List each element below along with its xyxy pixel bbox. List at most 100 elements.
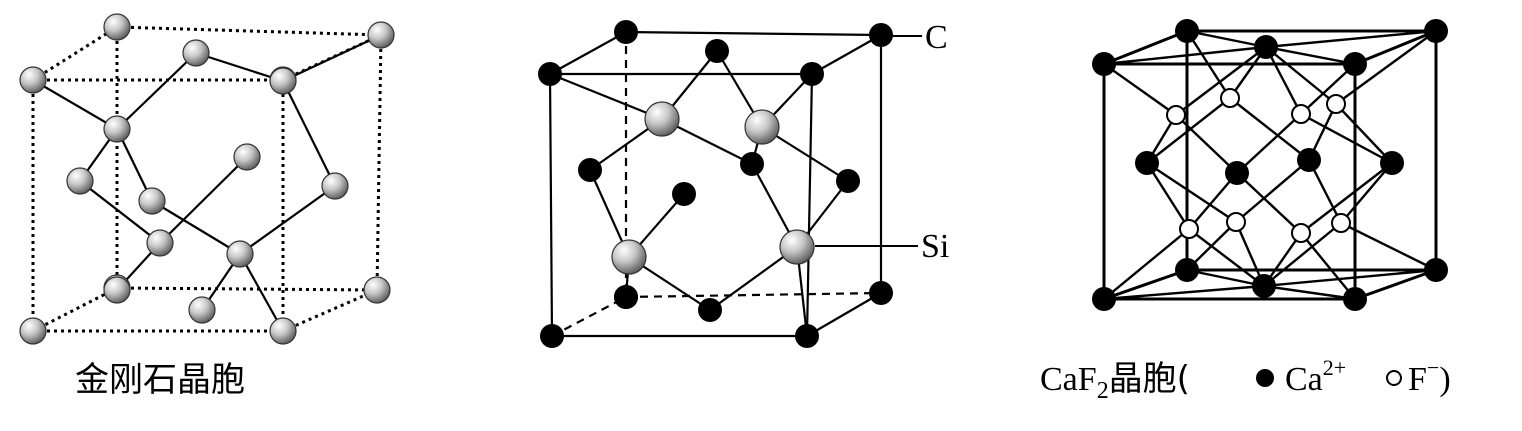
bond	[1300, 63, 1356, 115]
carbon-atom	[182, 39, 210, 67]
bond	[1265, 45, 1356, 66]
silicon-atom	[744, 109, 780, 145]
bond	[1263, 222, 1342, 287]
cube-edge	[1103, 268, 1188, 301]
carbon-atom	[698, 298, 722, 322]
bond	[1300, 162, 1393, 234]
bond	[1146, 97, 1231, 164]
bond	[1300, 112, 1393, 165]
bond	[282, 80, 336, 187]
silicon-atom	[779, 229, 815, 265]
carbon-atom	[269, 317, 297, 345]
cube-edge	[811, 34, 882, 75]
caf2-caption-formula: CaF	[1040, 361, 1097, 398]
bond	[1236, 172, 1302, 234]
bond	[1263, 284, 1356, 301]
fluoride-ion	[1331, 213, 1351, 233]
calcium-ion	[1225, 161, 1249, 185]
legend-f: F−)	[1408, 355, 1451, 398]
bond	[1186, 268, 1265, 288]
carbon-atom	[66, 167, 94, 195]
bond	[239, 185, 336, 255]
calcium-ion	[1424, 258, 1448, 282]
calcium-ion	[1175, 19, 1199, 43]
bond	[1188, 172, 1238, 230]
carbon-atom	[538, 62, 562, 86]
calcium-ion	[1424, 19, 1448, 43]
caf2-atoms	[1092, 19, 1448, 311]
bond	[1263, 268, 1437, 288]
fluoride-ion	[1220, 88, 1240, 108]
carbon-atom	[146, 229, 174, 257]
bond	[1265, 29, 1437, 49]
legend-ca: Ca2+	[1285, 355, 1346, 398]
cube-edge	[116, 25, 382, 37]
bond	[1103, 284, 1265, 301]
carbon-atom	[800, 62, 824, 86]
carbon-atom	[19, 66, 47, 94]
carbon-atom	[321, 172, 349, 200]
bond	[1229, 97, 1310, 161]
calcium-ion	[1092, 287, 1116, 311]
carbon-atom	[795, 324, 819, 348]
carbon-atom	[103, 276, 131, 304]
calcium-ion	[1135, 151, 1159, 175]
cube-edge	[116, 286, 378, 292]
carbon-atom	[740, 152, 764, 176]
bond	[1340, 162, 1393, 224]
legend-ca-marker	[1256, 369, 1274, 387]
cube-edge	[1103, 29, 1188, 66]
diamond-unit-cell: 金刚石晶胞	[19, 13, 395, 400]
carbon-atom	[869, 281, 893, 305]
carbon-atom	[705, 39, 729, 63]
cube-edge	[805, 73, 814, 337]
cube-edge	[375, 34, 383, 291]
cube-edge	[548, 73, 554, 337]
carbon-atom	[233, 143, 261, 171]
caf2-unit-cell: CaF2晶胞( Ca2+ F−)	[1040, 19, 1451, 404]
bond	[1186, 29, 1267, 49]
cube-edge	[32, 286, 118, 333]
carbon-atom	[103, 13, 131, 41]
bond	[116, 52, 197, 130]
calcium-ion	[1380, 151, 1404, 175]
cube-edge	[549, 31, 627, 75]
cube-edge	[1354, 268, 1437, 301]
sic-cube-edges	[548, 30, 883, 338]
carbon-atom	[672, 182, 696, 206]
cube-edge	[1354, 29, 1437, 66]
fluoride-ion	[1326, 94, 1346, 114]
bond	[1188, 228, 1265, 287]
calcium-ion	[1092, 52, 1116, 76]
bond	[1185, 30, 1232, 99]
hidden-cube-edge	[625, 291, 882, 299]
cube-edge	[282, 288, 378, 333]
carbon-atom	[869, 23, 893, 47]
cube-edge	[32, 25, 118, 82]
carbon-atom	[363, 276, 391, 304]
bond	[282, 34, 382, 82]
fluoride-ion	[1226, 212, 1246, 232]
bond	[1103, 45, 1267, 66]
carbon-atom	[614, 285, 638, 309]
caf2-bonds	[1103, 29, 1437, 301]
bond	[1265, 46, 1337, 105]
diamond-atoms	[19, 13, 395, 345]
legend-f-sup: −	[1427, 355, 1439, 380]
diamond-caption: 金刚石晶胞	[75, 360, 245, 400]
bond	[1175, 46, 1267, 116]
carbon-atom	[19, 317, 47, 345]
hidden-cube-edge	[551, 296, 627, 337]
bond	[549, 72, 663, 121]
fluoride-ion	[1291, 104, 1311, 124]
cube-edge	[625, 30, 882, 37]
bond	[1146, 161, 1237, 224]
fluoride-ion	[1291, 223, 1311, 243]
c-label: C	[925, 19, 948, 56]
si-label: Si	[921, 228, 949, 265]
carbon-atom	[269, 67, 297, 95]
silicon-atom	[644, 101, 680, 137]
bond	[32, 79, 118, 130]
bond	[1235, 159, 1310, 223]
fluoride-ion	[1179, 219, 1199, 239]
